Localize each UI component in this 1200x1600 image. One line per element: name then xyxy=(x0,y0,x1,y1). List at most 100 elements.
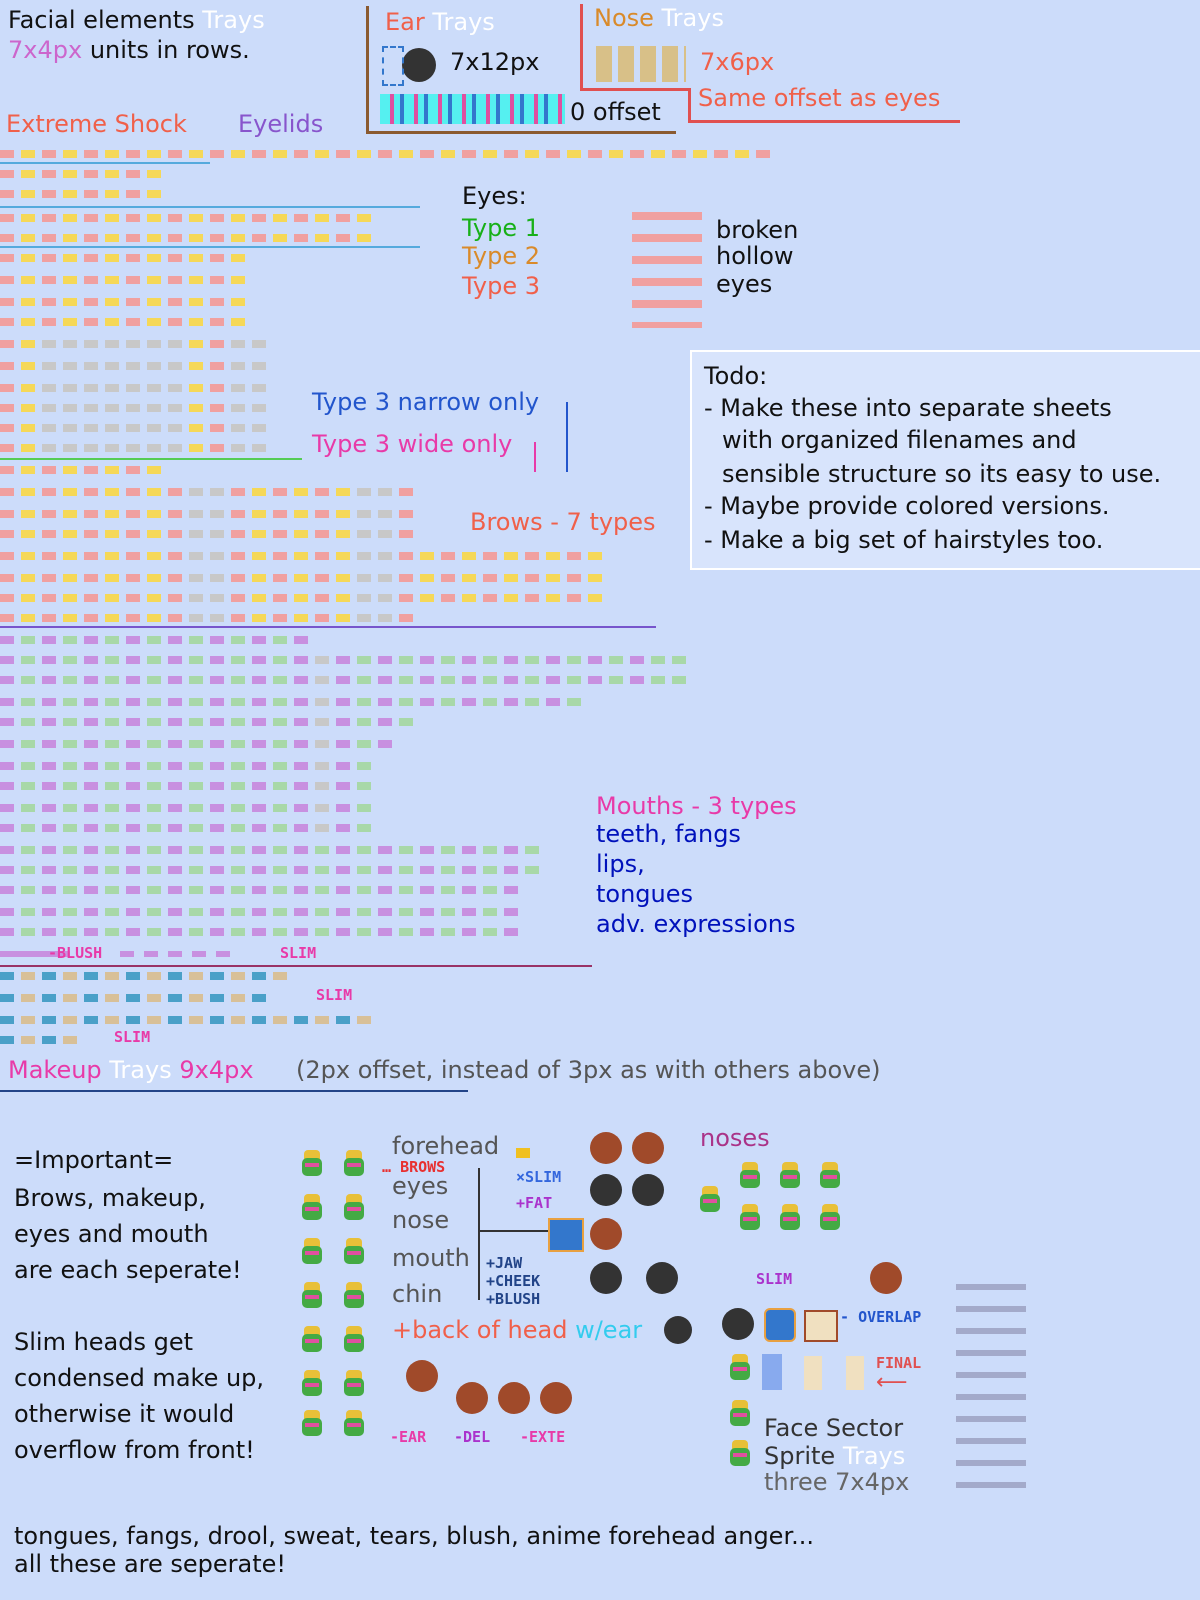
brow-row xyxy=(0,488,420,496)
eye-row xyxy=(0,234,378,242)
broken-eye-sprites xyxy=(632,212,702,328)
head-sprite xyxy=(302,1326,322,1358)
mouth-row xyxy=(0,676,693,684)
dark-head-icon xyxy=(590,1174,622,1206)
head-sprite xyxy=(302,1150,322,1182)
head-sprite xyxy=(344,1282,364,1314)
divider xyxy=(0,965,592,967)
head-sprite xyxy=(344,1150,364,1182)
eye-row xyxy=(0,150,777,158)
slim-label-3: SLIM xyxy=(114,1028,151,1046)
eye-row xyxy=(0,170,168,178)
nose-box-line xyxy=(688,120,960,123)
divider xyxy=(0,1090,468,1092)
makeup-row xyxy=(0,994,273,1002)
ear-sample-icon xyxy=(402,48,436,82)
eye-row xyxy=(0,340,273,348)
mouth-row xyxy=(0,762,378,770)
mouth-row xyxy=(0,656,693,664)
todo-line: with organized filenames and xyxy=(722,426,1077,454)
makeup-row xyxy=(0,1016,378,1024)
slim-label-1: SLIM xyxy=(280,944,317,962)
head-sprite xyxy=(344,1370,364,1402)
eyes-sector-label: eyes xyxy=(392,1172,449,1200)
brows-label: Brows - 7 types xyxy=(470,508,656,536)
face-sector-label: Face Sector xyxy=(764,1414,904,1442)
eye-type-2: Type 2 xyxy=(462,242,541,270)
brow-row xyxy=(0,614,420,622)
important-line: are each seperate! xyxy=(14,1256,242,1284)
important-line: Brows, makeup, xyxy=(14,1184,206,1212)
mouth-row xyxy=(0,866,546,874)
narrow-bracket xyxy=(566,402,568,472)
mouth-row xyxy=(0,782,378,790)
nose-box-step xyxy=(688,88,691,122)
important-line: Slim heads get xyxy=(14,1328,194,1356)
mouths-label: Mouths - 3 types xyxy=(596,792,797,820)
dark-head-icon xyxy=(590,1262,622,1294)
del-tag: -DEL xyxy=(454,1428,491,1446)
ear-box-left xyxy=(366,6,369,134)
forehead-swatch xyxy=(516,1148,530,1158)
slim-overlap-tag: SLIM xyxy=(756,1270,793,1288)
head-sprite xyxy=(344,1410,364,1442)
sector-bracket xyxy=(478,1168,480,1300)
brow-row xyxy=(0,530,420,538)
head-sample-icon xyxy=(548,1218,584,1252)
brown-head-icon xyxy=(406,1360,438,1392)
final-arrow-icon: ⟵ xyxy=(876,1370,908,1395)
face-sector-sprite-column xyxy=(956,1284,1026,1494)
lips-label: lips, xyxy=(596,850,645,878)
tongues-label: tongues xyxy=(596,880,694,908)
head-sprite xyxy=(302,1410,322,1442)
final-head-sprite xyxy=(730,1354,750,1386)
eye-row xyxy=(0,318,252,326)
eye-type-3: Type 3 xyxy=(462,272,541,300)
eye-row xyxy=(0,362,273,370)
ear-size: 7x12px xyxy=(450,48,540,76)
brow-row xyxy=(0,574,609,582)
sheet-title: Facial elements Trays xyxy=(8,6,265,34)
final-face-icon xyxy=(762,1354,782,1390)
sprite-trays-label: Sprite Trays xyxy=(764,1442,906,1470)
mouth-sector-label: mouth xyxy=(392,1244,470,1272)
head-sprite xyxy=(302,1194,322,1226)
todo-line: - Make a big set of hairstyles too. xyxy=(704,526,1104,554)
mouth-row xyxy=(0,804,378,812)
head-sprite xyxy=(302,1370,322,1402)
nose-head-sprite xyxy=(740,1162,760,1194)
eye-row xyxy=(0,424,273,432)
type3-narrow-label: Type 3 narrow only xyxy=(312,388,540,416)
mouth-row xyxy=(0,636,315,644)
eye-row xyxy=(0,298,252,306)
chin-sector-label: chin xyxy=(392,1280,443,1308)
nose-tray-sprites xyxy=(596,46,686,82)
mouth-row xyxy=(0,908,525,916)
noses-label: noses xyxy=(700,1124,770,1152)
teeth-label: teeth, fangs xyxy=(596,820,741,848)
slim-label-2: SLIM xyxy=(316,986,353,1004)
makeup-row xyxy=(0,1036,84,1044)
footer-line-1: tongues, fangs, drool, sweat, tears, blu… xyxy=(14,1522,814,1550)
mouth-row xyxy=(0,928,525,936)
eyelids-label: Eyelids xyxy=(238,110,324,138)
divider xyxy=(0,458,302,460)
mouth-row xyxy=(0,846,546,854)
nose-head-sprite xyxy=(820,1204,840,1236)
eye-row xyxy=(0,384,273,392)
makeup-title: Makeup Trays 9x4px xyxy=(8,1056,254,1084)
eye-row xyxy=(0,254,252,262)
ear-offset: 0 offset xyxy=(570,98,661,126)
todo-line: sensible structure so its easy to use. xyxy=(722,460,1162,488)
hollow-label: hollow xyxy=(716,242,794,270)
brow-row xyxy=(0,510,420,518)
overlap-frame-icon xyxy=(804,1310,838,1342)
eye-row xyxy=(0,444,273,452)
brown-head-icon xyxy=(590,1218,622,1250)
nose-size: 7x6px xyxy=(700,48,775,76)
nose-offset-note: Same offset as eyes xyxy=(698,84,941,112)
head-sprite xyxy=(344,1326,364,1358)
jaw-tag: +JAW xyxy=(486,1254,523,1272)
makeup-note: (2px offset, instead of 3px as with othe… xyxy=(296,1056,881,1084)
nose-head-sprite xyxy=(740,1204,760,1236)
